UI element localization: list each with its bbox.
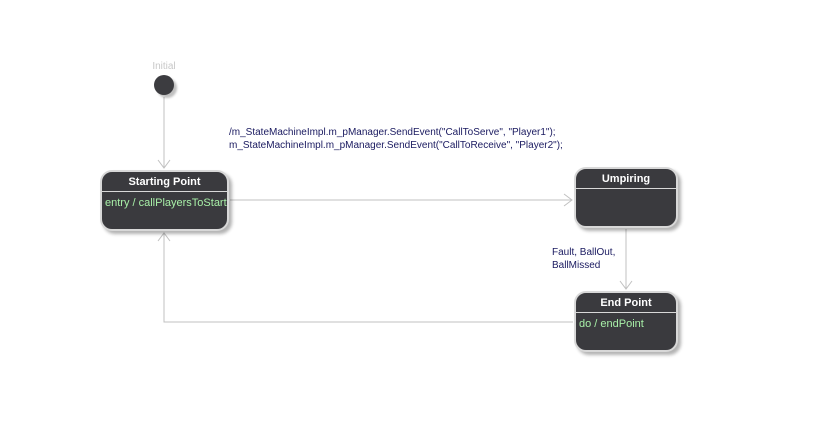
transition-trigger-label: Fault, BallOut, BallMissed xyxy=(552,246,615,272)
state-umpiring[interactable]: Umpiring xyxy=(574,167,678,228)
state-name: Umpiring xyxy=(601,173,651,185)
arrowhead-icon xyxy=(157,232,171,242)
effect-line: m_StateMachineImpl.m_pManager.SendEvent(… xyxy=(229,140,563,151)
trigger-line: Fault, BallOut, xyxy=(552,247,616,258)
state-activity: do / endPoint xyxy=(579,318,644,330)
arrowhead-icon xyxy=(619,280,633,290)
initial-node-label: Initial xyxy=(152,61,176,72)
trigger-line: BallMissed xyxy=(552,260,601,271)
state-starting-point[interactable]: Starting Point entry / callPlayersToStar… xyxy=(100,170,229,231)
effect-line: /m_StateMachineImpl.m_pManager.SendEvent… xyxy=(229,127,556,138)
transition-end-to-starting[interactable] xyxy=(157,232,573,323)
initial-node[interactable] xyxy=(154,75,174,95)
state-activity: entry / callPlayersToStart xyxy=(105,197,227,209)
transition-initial-to-starting[interactable] xyxy=(157,97,171,169)
arrowhead-icon xyxy=(157,159,171,169)
state-name: End Point xyxy=(600,297,652,309)
arrowhead-icon xyxy=(563,193,573,207)
state-name: Starting Point xyxy=(128,176,201,188)
state-divider xyxy=(102,191,227,192)
transition-umpiring-to-end[interactable] xyxy=(619,229,633,290)
state-end-point[interactable]: End Point do / endPoint xyxy=(574,291,678,352)
transition-starting-to-umpiring[interactable] xyxy=(230,193,573,207)
transition-effect-label: /m_StateMachineImpl.m_pManager.SendEvent… xyxy=(229,126,563,152)
state-divider xyxy=(576,188,676,189)
state-divider xyxy=(576,312,676,313)
